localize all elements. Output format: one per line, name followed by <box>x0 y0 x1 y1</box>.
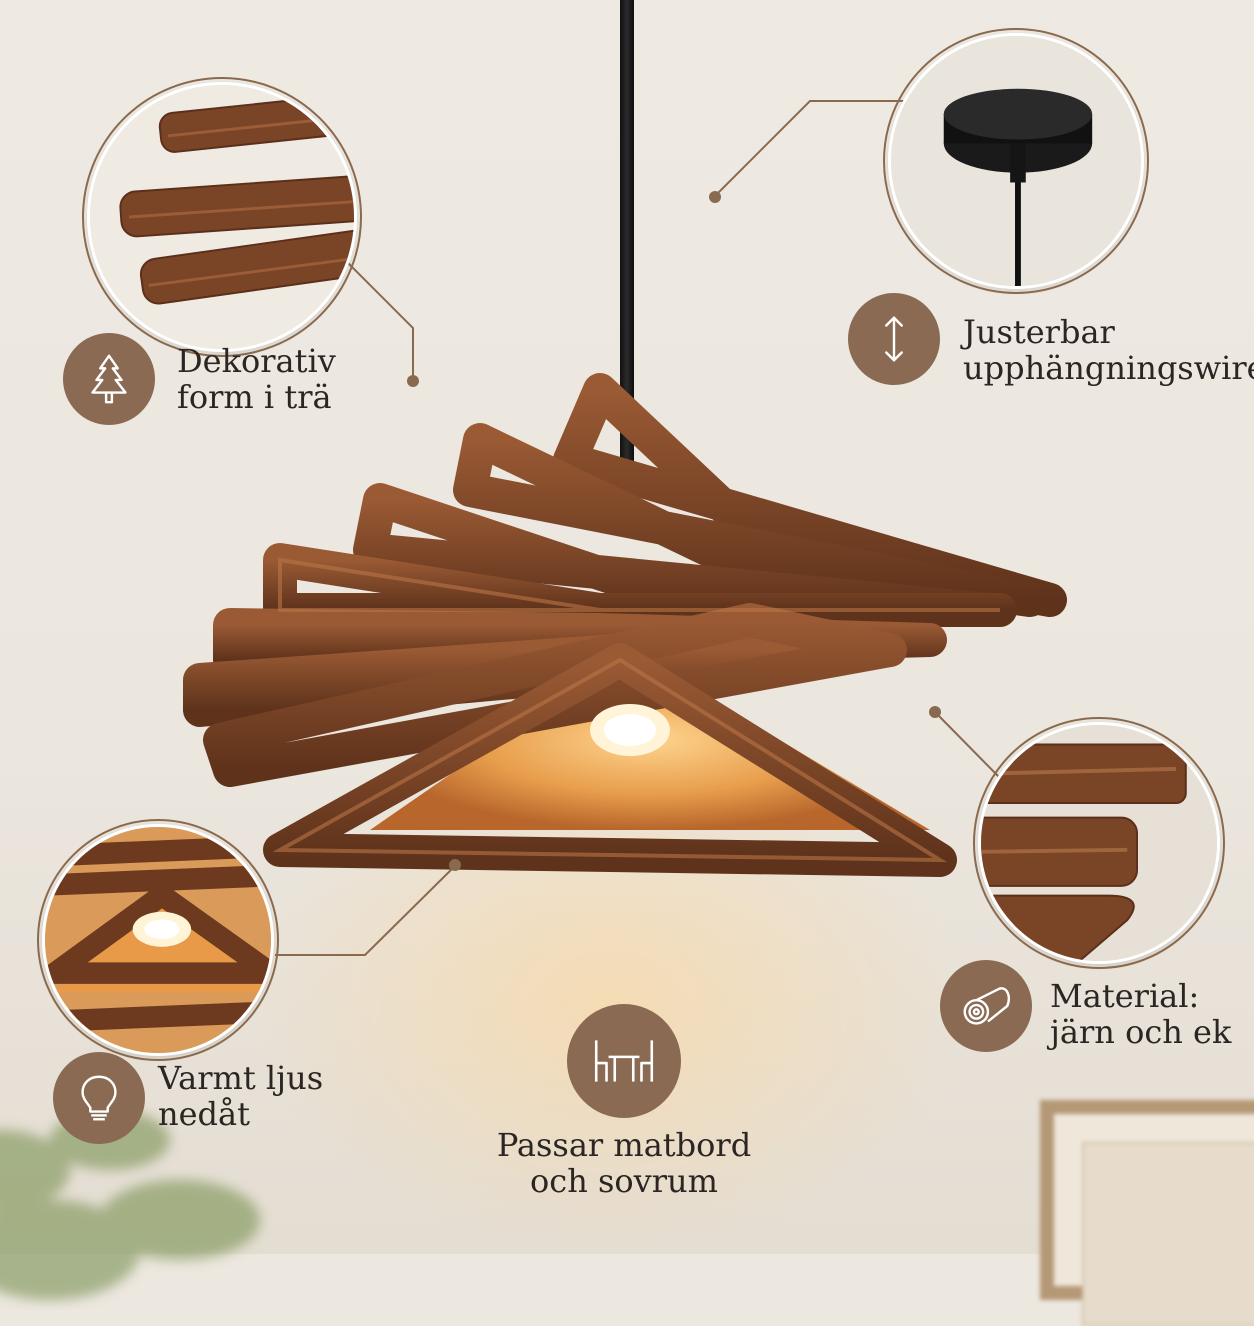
tree-icon <box>91 354 127 404</box>
detail-ceiling-mount <box>883 28 1149 294</box>
up-down-arrow-icon <box>885 316 903 362</box>
table-badge <box>567 1004 681 1118</box>
light-badge <box>53 1052 145 1144</box>
feature-label-wire: Justerbar upphängningswire <box>963 313 1254 387</box>
detail-warm-light <box>37 819 279 1061</box>
material-badge <box>940 960 1032 1052</box>
feature-label-decorative: Dekorativ form i trä <box>177 342 336 416</box>
detail-wood-layers <box>82 77 362 357</box>
feature-label-table: Passar matbord och sovrum <box>496 1126 752 1200</box>
wood-log-icon <box>963 987 1010 1025</box>
decorative-badge <box>63 333 155 425</box>
light-bulb-icon <box>81 1075 117 1121</box>
detail-corner-edge <box>973 717 1225 969</box>
picture-frame <box>1040 1100 1254 1326</box>
feature-label-light: Varmt ljus nedåt <box>158 1059 324 1133</box>
feature-label-material: Material: järn och ek <box>1050 977 1232 1051</box>
wire-badge <box>848 293 940 385</box>
wooden-pendant-lamp <box>183 373 1067 877</box>
dining-table-icon <box>594 1040 654 1082</box>
